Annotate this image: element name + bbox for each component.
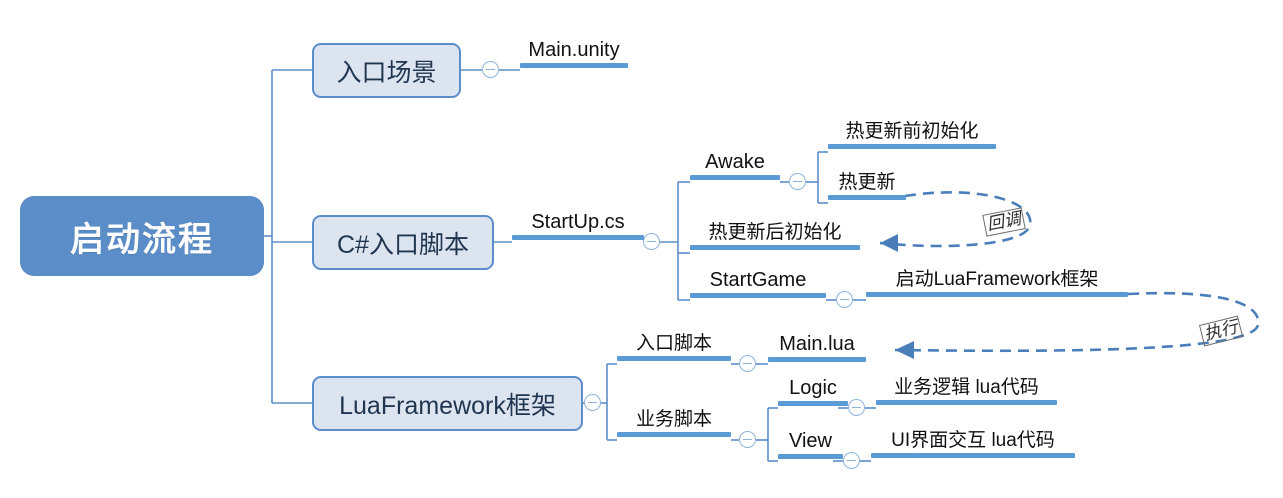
collapse-icon-entry-scene[interactable] — [482, 61, 499, 78]
collapse-icon-view[interactable] — [843, 452, 860, 469]
leaf-node-main-lua-label: Main.lua — [779, 333, 855, 355]
leaf-node-main-lua[interactable]: Main.lua — [768, 334, 866, 362]
collapse-icon-logic[interactable] — [848, 399, 865, 416]
branch-node-entry-scene[interactable]: 入口场景 — [312, 43, 461, 98]
leaf-node-business-script-label: 业务脚本 — [635, 409, 712, 430]
leaf-node-hotupdate[interactable]: 热更新 — [828, 173, 906, 200]
leaf-node-start-luaframework-bar — [866, 292, 1128, 297]
collapse-icon-startup-cs[interactable] — [643, 233, 660, 250]
collapse-icon-awake[interactable] — [789, 173, 806, 190]
leaf-node-business-script[interactable]: 业务脚本 — [617, 410, 731, 437]
leaf-node-ui-interaction-code[interactable]: UI界面交互 lua代码 — [871, 431, 1075, 458]
leaf-node-start-luaframework-label: 启动LuaFramework框架 — [895, 269, 1099, 290]
leaf-node-startgame-bar — [690, 293, 826, 298]
leaf-node-startup-cs-bar — [512, 235, 644, 240]
leaf-node-entry-script[interactable]: 入口脚本 — [617, 334, 731, 361]
leaf-node-view-bar — [778, 454, 843, 459]
leaf-node-ui-interaction-code-bar — [871, 453, 1075, 458]
leaf-node-pre-hotupdate-init-bar — [828, 144, 996, 149]
leaf-node-awake[interactable]: Awake — [690, 152, 780, 180]
leaf-node-startup-cs-label: StartUp.cs — [531, 211, 625, 233]
collapse-icon-business-script[interactable] — [739, 431, 756, 448]
leaf-node-pre-hotupdate-init-label: 热更新前初始化 — [845, 121, 979, 142]
leaf-node-awake-bar — [690, 175, 780, 180]
leaf-node-startgame-label: StartGame — [709, 269, 807, 291]
leaf-node-startup-cs[interactable]: StartUp.cs — [512, 212, 644, 240]
leaf-node-main-lua-bar — [768, 357, 866, 362]
leaf-node-logic[interactable]: Logic — [778, 378, 848, 406]
leaf-node-awake-label: Awake — [705, 151, 765, 173]
leaf-node-pre-hotupdate-init[interactable]: 热更新前初始化 — [828, 122, 996, 149]
leaf-node-view[interactable]: View — [778, 431, 843, 459]
relation-label-execute: 执行 — [1198, 315, 1244, 347]
relation-execute-arrowhead — [895, 341, 914, 359]
relation-callback-arrowhead — [880, 234, 898, 252]
branch-node-entry-scene-label: 入口场景 — [336, 58, 437, 87]
leaf-node-start-luaframework[interactable]: 启动LuaFramework框架 — [866, 270, 1128, 297]
leaf-node-business-logic-code-label: 业务逻辑 lua代码 — [894, 377, 1039, 398]
collapse-icon-startgame[interactable] — [836, 291, 853, 308]
leaf-node-post-hotupdate-init-bar — [690, 245, 860, 250]
leaf-node-startgame[interactable]: StartGame — [690, 270, 826, 298]
root-node-label: 启动流程 — [70, 220, 214, 259]
leaf-node-hotupdate-label: 热更新 — [838, 172, 896, 193]
collapse-icon-entry-script[interactable] — [739, 355, 756, 372]
leaf-node-main-unity-bar — [520, 63, 628, 68]
leaf-node-business-logic-code-bar — [876, 400, 1057, 405]
leaf-node-post-hotupdate-init[interactable]: 热更新后初始化 — [690, 223, 860, 250]
leaf-node-view-label: View — [789, 430, 832, 452]
leaf-node-ui-interaction-code-label: UI界面交互 lua代码 — [891, 430, 1055, 451]
branch-node-csharp-entry-script-label: C#入口脚本 — [337, 230, 469, 259]
root-node[interactable]: 启动流程 — [20, 196, 264, 276]
leaf-node-entry-script-bar — [617, 356, 731, 361]
leaf-node-main-unity-label: Main.unity — [528, 39, 620, 61]
branch-node-luaframework[interactable]: LuaFramework框架 — [312, 376, 583, 431]
leaf-node-logic-bar — [778, 401, 848, 406]
branch-node-csharp-entry-script[interactable]: C#入口脚本 — [312, 215, 494, 270]
branch-node-luaframework-label: LuaFramework框架 — [339, 391, 556, 420]
leaf-node-hotupdate-bar — [828, 195, 906, 200]
leaf-node-post-hotupdate-init-label: 热更新后初始化 — [708, 222, 842, 243]
relation-label-callback-text: 回调 — [985, 208, 1023, 235]
relation-label-execute-text: 执行 — [1202, 317, 1240, 344]
collapse-icon-luaframework[interactable] — [584, 394, 601, 411]
relation-label-callback: 回调 — [982, 207, 1026, 237]
leaf-node-entry-script-label: 入口脚本 — [635, 333, 712, 354]
leaf-node-logic-label: Logic — [789, 377, 837, 399]
leaf-node-business-logic-code[interactable]: 业务逻辑 lua代码 — [876, 378, 1057, 405]
leaf-node-main-unity[interactable]: Main.unity — [520, 40, 628, 68]
leaf-node-business-script-bar — [617, 432, 731, 437]
